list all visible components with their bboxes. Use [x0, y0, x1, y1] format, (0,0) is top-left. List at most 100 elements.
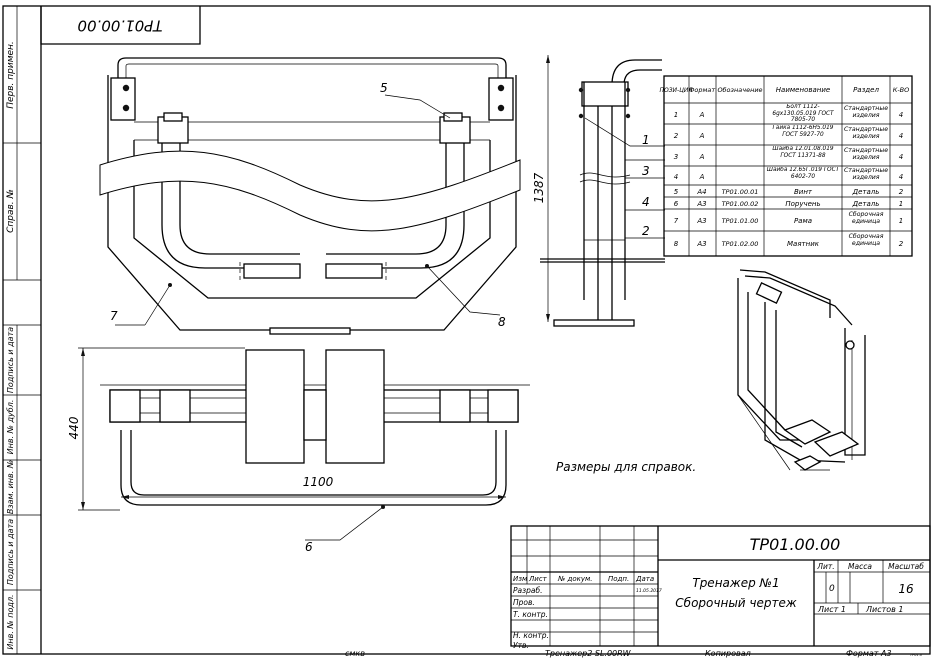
outer-frame	[2, 5, 931, 655]
svg-text:4: 4	[674, 173, 678, 181]
dim-height: 1387	[532, 172, 546, 203]
title-col-list: Лист	[528, 575, 548, 583]
callout-4: 4	[642, 195, 650, 209]
note-text: Размеры для справок.	[556, 460, 696, 474]
bom-row-3: 3 A Шайба 12.01.08.019 ГОСТ 11371-88 Ста…	[674, 146, 903, 161]
title-list: Лист 1	[817, 605, 846, 614]
title-utv: Утв.	[513, 641, 529, 650]
svg-text:ТР01.02.00: ТР01.02.00	[722, 240, 759, 248]
title-col-izm: Изм	[513, 575, 528, 583]
bom-row-5: 5 A4 ТР01.00.01 Винт Деталь 2	[674, 188, 904, 196]
svg-text:A: A	[699, 132, 705, 140]
svg-text:A3: A3	[696, 200, 706, 208]
bom-header-section: Раздел	[853, 86, 879, 94]
title-lit: Лит.	[816, 562, 834, 571]
callout-2: 2	[642, 224, 650, 238]
bom-row-2: 2 A Гайка 1112-6H5.019 ГОСТ 5927-70 Стан…	[674, 125, 903, 140]
dim-width: 1100	[303, 475, 334, 489]
title-n-kontr: Н. контр.	[513, 631, 549, 640]
callout-1: 1	[642, 133, 650, 147]
svg-text:5: 5	[674, 188, 679, 196]
svg-text:A3: A3	[696, 240, 706, 248]
svg-text:A: A	[699, 111, 705, 119]
svg-text:Маятник: Маятник	[787, 240, 820, 248]
callout-7: 7	[110, 309, 118, 323]
front-view	[99, 57, 521, 335]
svg-text:A3: A3	[696, 217, 706, 225]
bom-header-format: Формат	[689, 86, 716, 94]
callout-8: 8	[498, 315, 506, 329]
title-listov: Листов 1	[865, 605, 904, 614]
svg-text:4: 4	[899, 111, 903, 119]
top-stamp: ТР01.00.00	[40, 6, 201, 45]
callout-3: 3	[642, 164, 650, 178]
svg-text:1: 1	[899, 200, 903, 208]
svg-text:ТР01.01.00: ТР01.01.00	[722, 217, 759, 225]
svg-text:Винт: Винт	[794, 188, 813, 196]
bom-table	[663, 75, 913, 257]
svg-text:7: 7	[674, 217, 679, 225]
title-razrab: Разраб.	[513, 586, 542, 595]
bom-row-6: 6 A3 ТР01.00.02 Поручень Деталь 1	[674, 200, 903, 208]
title-scale-value: 16	[898, 582, 914, 596]
title-prov: Пров.	[513, 598, 535, 607]
bom-row-8: 8 A3 ТР01.02.00 Маятник Сборочная единиц…	[674, 233, 904, 248]
side-label-inv-podl: Инв. № подл.	[6, 594, 15, 649]
svg-text:A4: A4	[696, 188, 706, 196]
bom-header-name: Наименование	[776, 86, 830, 94]
footer-kopiroval: Копировал	[705, 649, 751, 658]
svg-text:6: 6	[674, 200, 679, 208]
svg-text:ТР01.00.01: ТР01.00.01	[722, 188, 759, 196]
dim-depth: 440	[67, 416, 81, 439]
bom-row-7: 7 A3 ТР01.01.00 Рама Сборочная единица 1	[674, 211, 903, 225]
title-col-docum: № докум.	[557, 575, 593, 583]
title-t-kontr: Т. контр.	[513, 610, 548, 619]
footer-format: Формат А3	[846, 649, 892, 658]
side-view	[540, 55, 665, 327]
side-label-podp-data-1: Подпись и дата	[6, 327, 15, 393]
svg-text:Поручень: Поручень	[785, 200, 820, 208]
title-col-podp: Подп.	[608, 575, 629, 583]
svg-text:Деталь: Деталь	[852, 188, 880, 196]
title-lit-value: 0	[829, 584, 835, 594]
side-label-sprav-no: Справ. №	[6, 189, 16, 233]
bom-header-designation: Обозначение	[717, 86, 762, 94]
bom-header-pos: ПОЗИ-ЦИЯ	[659, 87, 692, 94]
title-designation: ТР01.00.00	[750, 535, 841, 554]
top-stamp-code: ТР01.00.00	[77, 17, 162, 35]
side-label-inv-dubl: Инв. № дубл.	[6, 400, 15, 455]
svg-text:Деталь: Деталь	[852, 200, 880, 208]
svg-text:1: 1	[674, 111, 678, 119]
top-view	[78, 347, 530, 541]
svg-text:4: 4	[899, 173, 903, 181]
svg-text:8: 8	[674, 240, 679, 248]
svg-text:3: 3	[674, 153, 678, 161]
side-label-vzam-inv: Взам. инв. №	[6, 460, 15, 514]
svg-text:2: 2	[899, 240, 904, 248]
title-col-data: Дата	[635, 575, 654, 583]
svg-text:A: A	[699, 173, 705, 181]
footer-cmkb: смкв	[345, 649, 365, 658]
title-name-line2: Сборочный чертеж	[675, 596, 797, 610]
svg-text:Рама: Рама	[794, 217, 812, 225]
title-masshtab: Масштаб	[888, 562, 924, 571]
svg-text:2: 2	[899, 188, 904, 196]
isometric-view	[737, 269, 866, 471]
svg-text:A: A	[699, 153, 705, 161]
footer-tiny: ТР01.0	[910, 653, 923, 657]
side-label-podp-data-2: Подпись и дата	[6, 519, 15, 585]
title-massa: Масса	[848, 562, 872, 571]
svg-text:1: 1	[899, 217, 903, 225]
callout-5: 5	[380, 81, 388, 95]
bom-header-qty: К-ВО	[893, 86, 910, 94]
bom-row-1: 1 A Болт 1112-6gх130.05.019 ГОСТ 7805-70…	[674, 104, 903, 123]
side-label-perv-primen: Перв. примен.	[6, 41, 16, 109]
side-strip: Перв. примен. Справ. № Подпись и дата Ин…	[3, 6, 41, 654]
svg-text:ТР01.00.02: ТР01.00.02	[722, 200, 759, 208]
title-date-value: 11.05.2017	[636, 588, 662, 594]
bom-row-4: 4 A Шайба 12.65Г.019 ГОСТ 6402-70 Станда…	[674, 167, 903, 181]
callout-6: 6	[305, 540, 313, 554]
svg-text:2: 2	[674, 132, 679, 140]
svg-text:4: 4	[899, 132, 903, 140]
